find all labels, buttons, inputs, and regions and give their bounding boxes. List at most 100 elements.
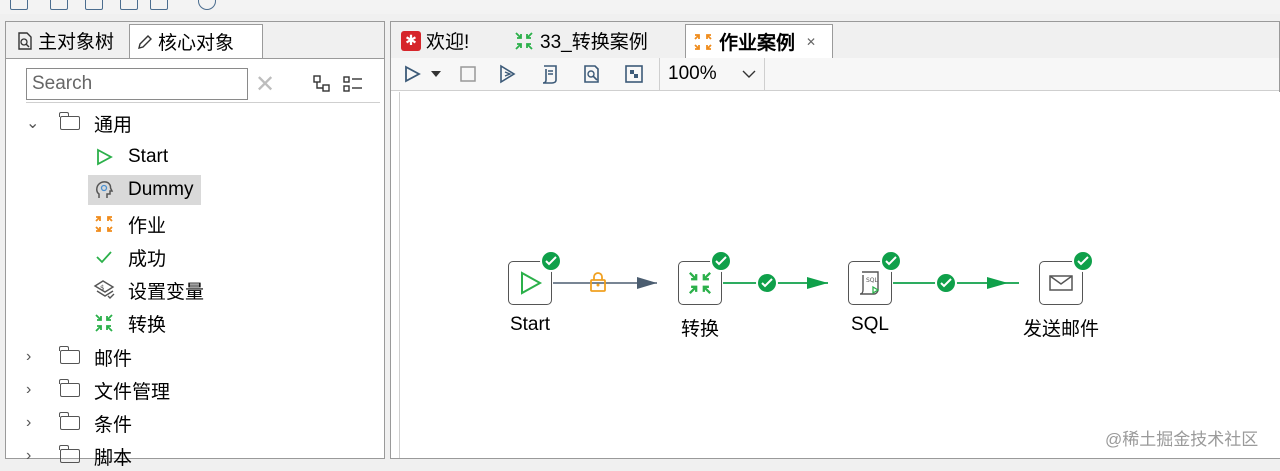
node-success-check-icon bbox=[540, 250, 562, 272]
tree-item-dummy[interactable]: Dummy bbox=[88, 175, 202, 205]
tree-folder-file-management[interactable]: › 文件管理 bbox=[26, 375, 170, 405]
tree-folder-mail[interactable]: › 邮件 bbox=[26, 342, 132, 372]
tree-label: Start bbox=[128, 146, 169, 167]
grid-toggle-icon[interactable] bbox=[623, 63, 645, 85]
tree-label: 作业 bbox=[128, 215, 167, 237]
expand-all-icon[interactable] bbox=[312, 74, 332, 94]
zoom-select[interactable]: 100% bbox=[659, 58, 765, 90]
preview-icon[interactable] bbox=[497, 63, 519, 85]
tree-folder-conditions[interactable]: › 条件 bbox=[26, 408, 132, 438]
chevron-right-icon[interactable]: › bbox=[26, 348, 32, 365]
save-icon[interactable] bbox=[120, 0, 138, 10]
job-arrows-icon bbox=[694, 33, 712, 50]
node-label: 发送邮件 bbox=[1022, 319, 1099, 340]
clear-search-icon[interactable]: ✕ bbox=[255, 71, 276, 98]
tree-label: 脚本 bbox=[94, 447, 133, 469]
tab-welcome[interactable]: ✱ 欢迎! bbox=[395, 24, 475, 57]
tree-item-transform[interactable]: 转换 bbox=[92, 308, 166, 338]
mail-icon bbox=[1049, 275, 1073, 291]
node-success-check-icon bbox=[710, 250, 732, 272]
close-tab-icon[interactable]: ✕ bbox=[806, 34, 817, 49]
new-file-icon[interactable] bbox=[10, 0, 28, 10]
tree-folder-general[interactable]: ⌄ 通用 bbox=[26, 108, 132, 138]
hop-success-check-icon[interactable] bbox=[756, 272, 778, 294]
tree-label: 通用 bbox=[94, 114, 133, 136]
tree-doc-icon bbox=[18, 31, 32, 50]
sql-icon[interactable] bbox=[539, 63, 561, 85]
save-as-icon[interactable] bbox=[150, 0, 168, 10]
tab-label: 作业案例 bbox=[719, 33, 796, 54]
hop-arrowhead bbox=[987, 277, 1008, 289]
tab-label: 核心对象 bbox=[158, 33, 235, 54]
node-label: Start bbox=[509, 314, 551, 335]
success-check-icon bbox=[92, 245, 116, 269]
tree-item-job[interactable]: 作业 bbox=[92, 209, 166, 239]
tab-label: 欢迎! bbox=[426, 32, 470, 53]
tree-label: 成功 bbox=[128, 248, 167, 270]
tree-label: 邮件 bbox=[94, 348, 133, 370]
editor-tab-bar: ✱ 欢迎! 33_转换案例 作业案例 ✕ bbox=[391, 22, 1279, 59]
hop-arrowhead bbox=[637, 277, 657, 289]
node-transform[interactable] bbox=[678, 261, 722, 305]
job-arrows-icon bbox=[92, 212, 116, 236]
chevron-right-icon[interactable]: › bbox=[26, 414, 32, 431]
set-variable-icon: $ bbox=[92, 278, 116, 302]
tree-label: Dummy bbox=[128, 179, 194, 200]
tree-label: 设置变量 bbox=[128, 281, 205, 303]
run-icon[interactable] bbox=[401, 63, 423, 85]
sql-script-icon: SQL bbox=[859, 271, 880, 295]
start-triangle-icon bbox=[521, 271, 543, 295]
tab-job-case[interactable]: 作业案例 ✕ bbox=[685, 24, 833, 58]
chevron-right-icon[interactable]: › bbox=[26, 381, 32, 398]
node-label: 转换 bbox=[680, 319, 719, 340]
left-tab-bar: 主对象树 核心对象 bbox=[6, 22, 384, 59]
editor-toolbar: 100% bbox=[391, 58, 1279, 91]
tab-main-object-tree[interactable]: 主对象树 bbox=[10, 24, 120, 57]
svg-text:SQL: SQL bbox=[866, 277, 879, 284]
start-triangle-icon bbox=[92, 145, 116, 169]
folder-icon bbox=[59, 445, 80, 463]
dummy-head-icon bbox=[92, 178, 116, 202]
transform-icon bbox=[515, 31, 533, 50]
folder-icon bbox=[59, 379, 80, 397]
lock-icon[interactable] bbox=[589, 271, 607, 293]
explore-icon[interactable] bbox=[85, 0, 103, 10]
left-panel: 主对象树 核心对象 ✕ ⌄ 通用 Start bbox=[5, 21, 385, 469]
folder-icon bbox=[59, 412, 80, 430]
tab-transform-case[interactable]: 33_转换案例 bbox=[507, 24, 654, 57]
zoom-value: 100% bbox=[668, 63, 717, 84]
hop-success-check-icon[interactable] bbox=[935, 272, 957, 294]
tree-label: 文件管理 bbox=[94, 381, 171, 403]
kettle-logo-icon: ✱ bbox=[401, 30, 421, 51]
transform-icon bbox=[689, 272, 711, 294]
perspective-icon[interactable] bbox=[198, 0, 216, 10]
chevron-right-icon[interactable]: › bbox=[26, 447, 32, 464]
tree-item-start[interactable]: Start bbox=[92, 142, 168, 172]
main-toolbar bbox=[0, 0, 1280, 14]
svg-text:$: $ bbox=[100, 284, 104, 292]
run-options-dropdown-icon[interactable] bbox=[429, 63, 443, 85]
watermark: @稀土掘金技术社区 bbox=[1105, 430, 1259, 449]
folder-icon bbox=[59, 112, 80, 130]
tab-label: 主对象树 bbox=[38, 32, 115, 53]
job-canvas[interactable]: Start 转换 SQL SQL bbox=[399, 92, 1280, 458]
chevron-down-icon bbox=[742, 63, 756, 85]
search-box bbox=[26, 68, 248, 100]
tree-item-set-variable[interactable]: $ 设置变量 bbox=[92, 275, 204, 305]
tree-folder-scripts[interactable]: › 脚本 bbox=[26, 441, 132, 471]
tab-core-objects[interactable]: 核心对象 bbox=[129, 24, 263, 58]
editor-panel: ✱ 欢迎! 33_转换案例 作业案例 ✕ bbox=[390, 21, 1280, 459]
chevron-down-icon[interactable]: ⌄ bbox=[26, 115, 40, 132]
pencil-icon bbox=[138, 34, 152, 49]
node-success-check-icon bbox=[880, 250, 902, 272]
node-success-check-icon bbox=[1072, 250, 1094, 272]
tree-label: 条件 bbox=[94, 414, 133, 436]
collapse-all-icon[interactable] bbox=[342, 74, 364, 94]
tree-item-success[interactable]: 成功 bbox=[92, 242, 166, 272]
hop-arrowhead bbox=[807, 277, 828, 289]
open-file-icon[interactable] bbox=[50, 0, 68, 10]
stop-icon[interactable] bbox=[457, 63, 479, 85]
folder-icon bbox=[59, 346, 80, 364]
explore-db-icon[interactable] bbox=[581, 63, 603, 85]
search-input[interactable] bbox=[27, 69, 247, 99]
